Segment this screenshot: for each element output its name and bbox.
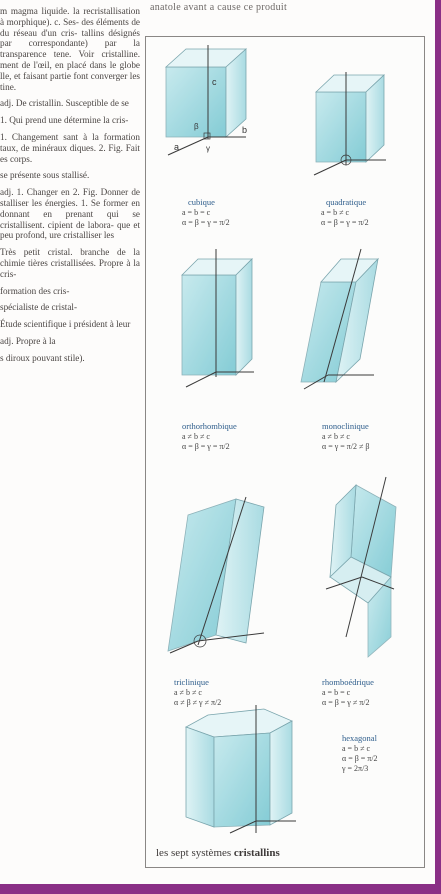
system-relation: a = b ≠ c: [342, 744, 370, 753]
cubic-crystal: [164, 45, 248, 156]
system-relation: a = b = c: [182, 208, 211, 217]
system-relation: α = β = γ = π/2: [182, 442, 230, 451]
system-relation: γ = 2π/3: [341, 764, 368, 773]
caption-prefix: les sept systèmes: [156, 847, 234, 859]
system-relation: α = β = γ = π/2: [182, 218, 230, 227]
caption-bold: cristallins: [233, 847, 280, 859]
system-name: triclinique: [174, 677, 209, 687]
left-paragraph: adj. Propre à la: [0, 335, 56, 346]
angle-label-gamma: γ: [206, 144, 210, 153]
rhombohedral-crystal: [325, 476, 397, 658]
system-relation: a = b = c: [322, 688, 351, 697]
system-name: cubique: [188, 197, 215, 207]
system-relation: a = b ≠ c: [321, 208, 349, 217]
crystal-systems-figure: c a b β γ cubique a = b = c α = β = γ = …: [145, 36, 425, 868]
monoclinic-crystal: [300, 248, 379, 390]
left-paragraph: Très petit cristal. branche de la chimie…: [0, 247, 140, 279]
system-name: monoclinique: [322, 421, 369, 431]
left-paragraph: se présente sous stallisé.: [0, 170, 90, 181]
axis-label-c: c: [212, 77, 217, 87]
left-paragraph: spécialiste de cristal-: [0, 302, 78, 313]
left-paragraph: formation des cris-: [0, 285, 70, 296]
left-paragraph: m magma liquide. la recristallisation à …: [0, 6, 140, 92]
system-relation: α ≠ β ≠ γ ≠ π/2: [174, 698, 221, 707]
axis-label-b: b: [242, 125, 247, 135]
left-paragraph: 1. Qui prend une détermine la cris-: [0, 115, 129, 126]
system-relation: a ≠ b ≠ c: [322, 432, 350, 441]
left-text-column: m magma liquide. la recristallisation à …: [0, 6, 140, 856]
triclinic-crystal: [167, 496, 265, 654]
left-paragraph: Étude scientifique i président à leur: [0, 319, 131, 330]
left-paragraph: adj. De cristallin. Susceptible de se: [0, 98, 129, 109]
system-relation: α = β = γ ≠ π/2: [322, 698, 369, 707]
system-name: rhomboédrique: [322, 677, 374, 687]
frame-border-bottom: [0, 884, 441, 894]
system-relation: a ≠ b ≠ c: [182, 432, 210, 441]
tetragonal-crystal: [313, 72, 386, 176]
system-relation: α = β = γ = π/2: [321, 218, 369, 227]
figure-caption: les sept systèmes cristallins: [156, 847, 280, 859]
left-paragraph: 1. Changement sant à la formation taux, …: [0, 131, 140, 164]
left-paragraph: adj. 1. Changer en 2. Fig. Donner de sta…: [0, 187, 140, 241]
system-relation: α = β = π/2: [342, 754, 378, 763]
system-relation: a ≠ b ≠ c: [174, 688, 202, 697]
left-paragraph: s diroux pouvant stile).: [0, 352, 85, 363]
angle-label-beta: β: [194, 122, 199, 131]
frame-border-right: [435, 0, 441, 894]
system-name: quadratique: [326, 197, 366, 207]
orthorhombic-crystal: [181, 249, 254, 388]
axis-label-a: a: [174, 142, 179, 152]
crystal-diagrams: c a b β γ cubique a = b = c α = β = γ = …: [164, 45, 397, 834]
top-right-text: anatole avant a cause ce produit: [150, 2, 288, 13]
hexagonal-crystal: [185, 705, 296, 834]
system-name: orthorhombique: [182, 421, 237, 431]
system-name: hexagonal: [342, 733, 378, 743]
system-relation: α = γ = π/2 ≠ β: [322, 442, 369, 451]
